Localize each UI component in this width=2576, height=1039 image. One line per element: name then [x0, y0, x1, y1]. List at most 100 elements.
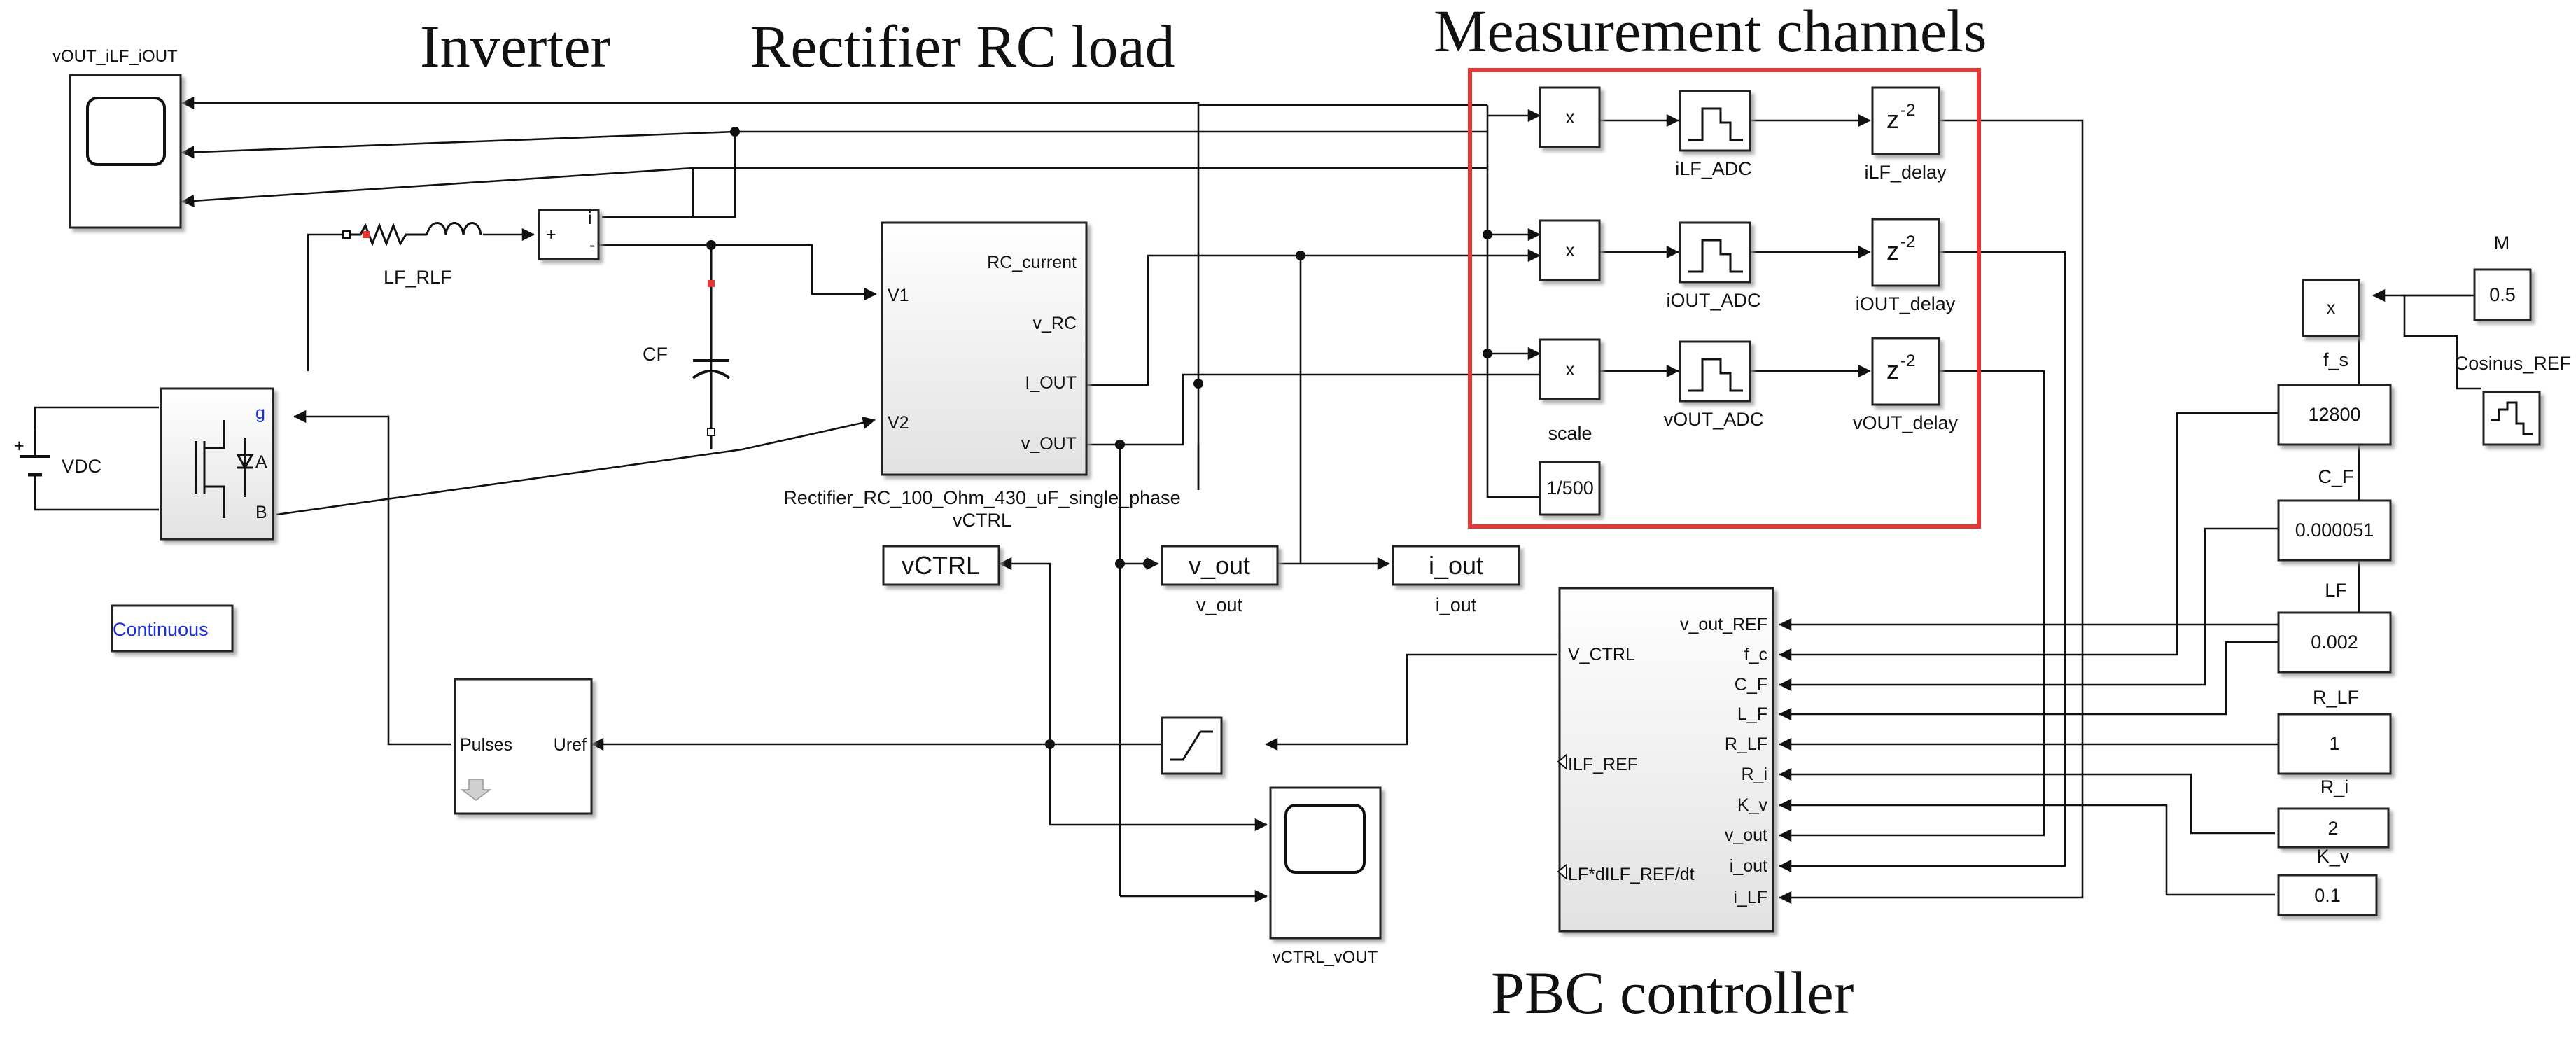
sum-i-sign: i [588, 209, 592, 228]
adc-ilf-label: iLF_ADC [1675, 158, 1752, 179]
delay-vout-z: z [1886, 356, 1899, 384]
iout-goto-block[interactable]: i_out i_out [1392, 545, 1520, 615]
delay-vout-label: vOUT_delay [1853, 412, 1959, 433]
title-measurement: Measurement channels [1434, 0, 1987, 64]
scope-bottom-label: vCTRL_vOUT [1273, 948, 1378, 967]
mult-vout[interactable]: x [1539, 338, 1601, 400]
cosinus-ref-label: Cosinus_REF [2455, 353, 2572, 374]
const-f-s[interactable]: f_s 12800 [2277, 349, 2392, 446]
sum-plus-sign: + [546, 225, 556, 244]
scope-vout-ilf-iout[interactable]: vOUT_iLF_iOUT [52, 47, 182, 229]
pbc-port-r-i: R_i [1741, 765, 1768, 784]
pbc-port-v-out-ref: v_out_REF [1680, 615, 1768, 634]
wires [34, 96, 2490, 905]
delay-iout-label: iOUT_delay [1856, 293, 1956, 314]
powergui-block[interactable]: Continuous [111, 604, 234, 653]
const-k-v[interactable]: K_v 0.1 [2277, 846, 2378, 916]
mult-m-sign: x [2327, 298, 2336, 318]
vout-goto-block[interactable]: v_out v_out [1161, 545, 1279, 615]
const-lf-value: 0.002 [2311, 632, 2358, 653]
mult-m[interactable]: x [2302, 279, 2360, 337]
delay-vout[interactable]: z -2 vOUT_delay [1853, 337, 1959, 433]
const-r-lf-value: 1 [2329, 733, 2339, 754]
cosinus-ref[interactable]: Cosinus_REF [2455, 353, 2572, 446]
mult-vout-sign: x [1566, 360, 1575, 379]
rect-port-v2: V2 [888, 413, 909, 433]
pbc-port-i-out: i_out [1730, 856, 1768, 876]
scope-top-label: vOUT_iLF_iOUT [52, 47, 178, 66]
const-k-v-label: K_v [2317, 846, 2350, 867]
pbc-port-l-f: L_F [1737, 704, 1768, 724]
const-c-f[interactable]: C_F 0.000051 [2277, 466, 2392, 562]
pwm-port-uref: Uref [554, 735, 587, 755]
pbc-port-i-lf: i_LF [1733, 888, 1768, 907]
rect-port-rc-current: RC_current [987, 253, 1077, 272]
const-r-lf-label: R_LF [2313, 687, 2359, 708]
mult-ilf[interactable]: x [1539, 86, 1601, 148]
const-c-f-value: 0.000051 [2295, 520, 2374, 541]
delay-iout-z: z [1886, 237, 1899, 265]
const-m-value: 0.5 [2489, 284, 2516, 305]
pbc-port-c-f: C_F [1735, 675, 1768, 695]
const-r-i[interactable]: R_i 2 [2277, 776, 2390, 849]
rect-port-v-out: v_OUT [1021, 434, 1077, 454]
rectifier-vctrl-label: vCTRL [953, 510, 1011, 531]
junctions [706, 127, 1492, 749]
rectifier-label: Rectifier_RC_100_Ohm_430_uF_single_phase [783, 487, 1180, 508]
adc-vout[interactable]: vOUT_ADC [1664, 340, 1764, 430]
const-lf-label: LF [2325, 580, 2347, 601]
pbc-in-vctrl: V_CTRL [1568, 645, 1635, 664]
pbc-port-v-out: v_out [1725, 825, 1768, 845]
delay-ilf-z: z [1886, 105, 1899, 134]
lf-rlf-block[interactable]: LF_RLF [342, 222, 482, 288]
vctrl-from-label: vCTRL [902, 551, 980, 580]
pwm-generator-block[interactable]: Pulses Uref [454, 678, 593, 815]
const-r-lf[interactable]: R_LF 1 [2277, 687, 2392, 775]
inverter-block[interactable]: g A B [160, 387, 274, 541]
saturation-block[interactable] [1161, 716, 1223, 775]
vctrl-from-block[interactable]: vCTRL [882, 545, 1000, 586]
rectifier-block[interactable]: V1 V2 RC_current v_RC I_OUT v_OUT Rectif… [783, 221, 1181, 531]
mult-iout[interactable]: x [1539, 219, 1601, 281]
inverter-port-b: B [255, 503, 267, 522]
vdc-source[interactable]: + VDC [14, 427, 102, 508]
vout-goto-label: v_out [1196, 594, 1243, 615]
title-rectifier: Rectifier RC load [750, 13, 1175, 80]
adc-ilf[interactable]: iLF_ADC [1675, 90, 1752, 179]
current-measure-block[interactable]: + i - [538, 209, 600, 260]
inverter-port-a: A [255, 452, 267, 472]
title-pbc: PBC controller [1491, 959, 1854, 1026]
scale-label: scale [1548, 423, 1592, 444]
const-m-label: M [2494, 232, 2510, 253]
powergui-label: Continuous [113, 619, 209, 640]
pbc-port-f-c: f_c [1744, 645, 1768, 664]
vdc-label: VDC [62, 456, 102, 477]
delay-ilf-exp: -2 [1900, 101, 1915, 120]
lf-rlf-label: LF_RLF [384, 267, 452, 288]
adc-iout[interactable]: iOUT_ADC [1666, 221, 1761, 311]
const-r-i-value: 2 [2328, 818, 2338, 839]
scale-value: 1/500 [1546, 477, 1594, 498]
pbc-out-lf-dilf: LF*dILF_REF/dt [1568, 865, 1695, 884]
scale-constant[interactable]: scale 1/500 [1539, 423, 1601, 516]
adc-iout-label: iOUT_ADC [1666, 290, 1760, 311]
measurement-frame [1468, 68, 1981, 529]
const-r-i-label: R_i [2320, 776, 2349, 797]
const-lf[interactable]: LF 0.002 [2277, 580, 2392, 674]
vout-goto-text: v_out [1189, 551, 1250, 580]
pwm-port-pulses: Pulses [460, 735, 512, 755]
cf-capacitor[interactable]: CF [643, 245, 731, 449]
delay-ilf-label: iLF_delay [1864, 162, 1947, 183]
pbc-controller-block[interactable]: V_CTRL ILF_REF LF*dILF_REF/dt v_out_REF … [1557, 587, 1774, 933]
pbc-port-r-lf: R_LF [1725, 734, 1768, 754]
delay-iout[interactable]: z -2 iOUT_delay [1856, 218, 1956, 314]
delay-ilf[interactable]: z -2 iLF_delay [1864, 86, 1947, 183]
const-f-s-value: 12800 [2308, 404, 2360, 425]
iout-goto-text: i_out [1429, 551, 1483, 580]
const-m[interactable]: M 0.5 [2473, 232, 2532, 321]
mult-iout-sign: x [1566, 241, 1575, 260]
scope-vctrl-vout[interactable]: vCTRL_vOUT [1269, 786, 1382, 967]
const-k-v-value: 0.1 [2314, 885, 2341, 906]
adc-vout-label: vOUT_ADC [1664, 409, 1764, 430]
